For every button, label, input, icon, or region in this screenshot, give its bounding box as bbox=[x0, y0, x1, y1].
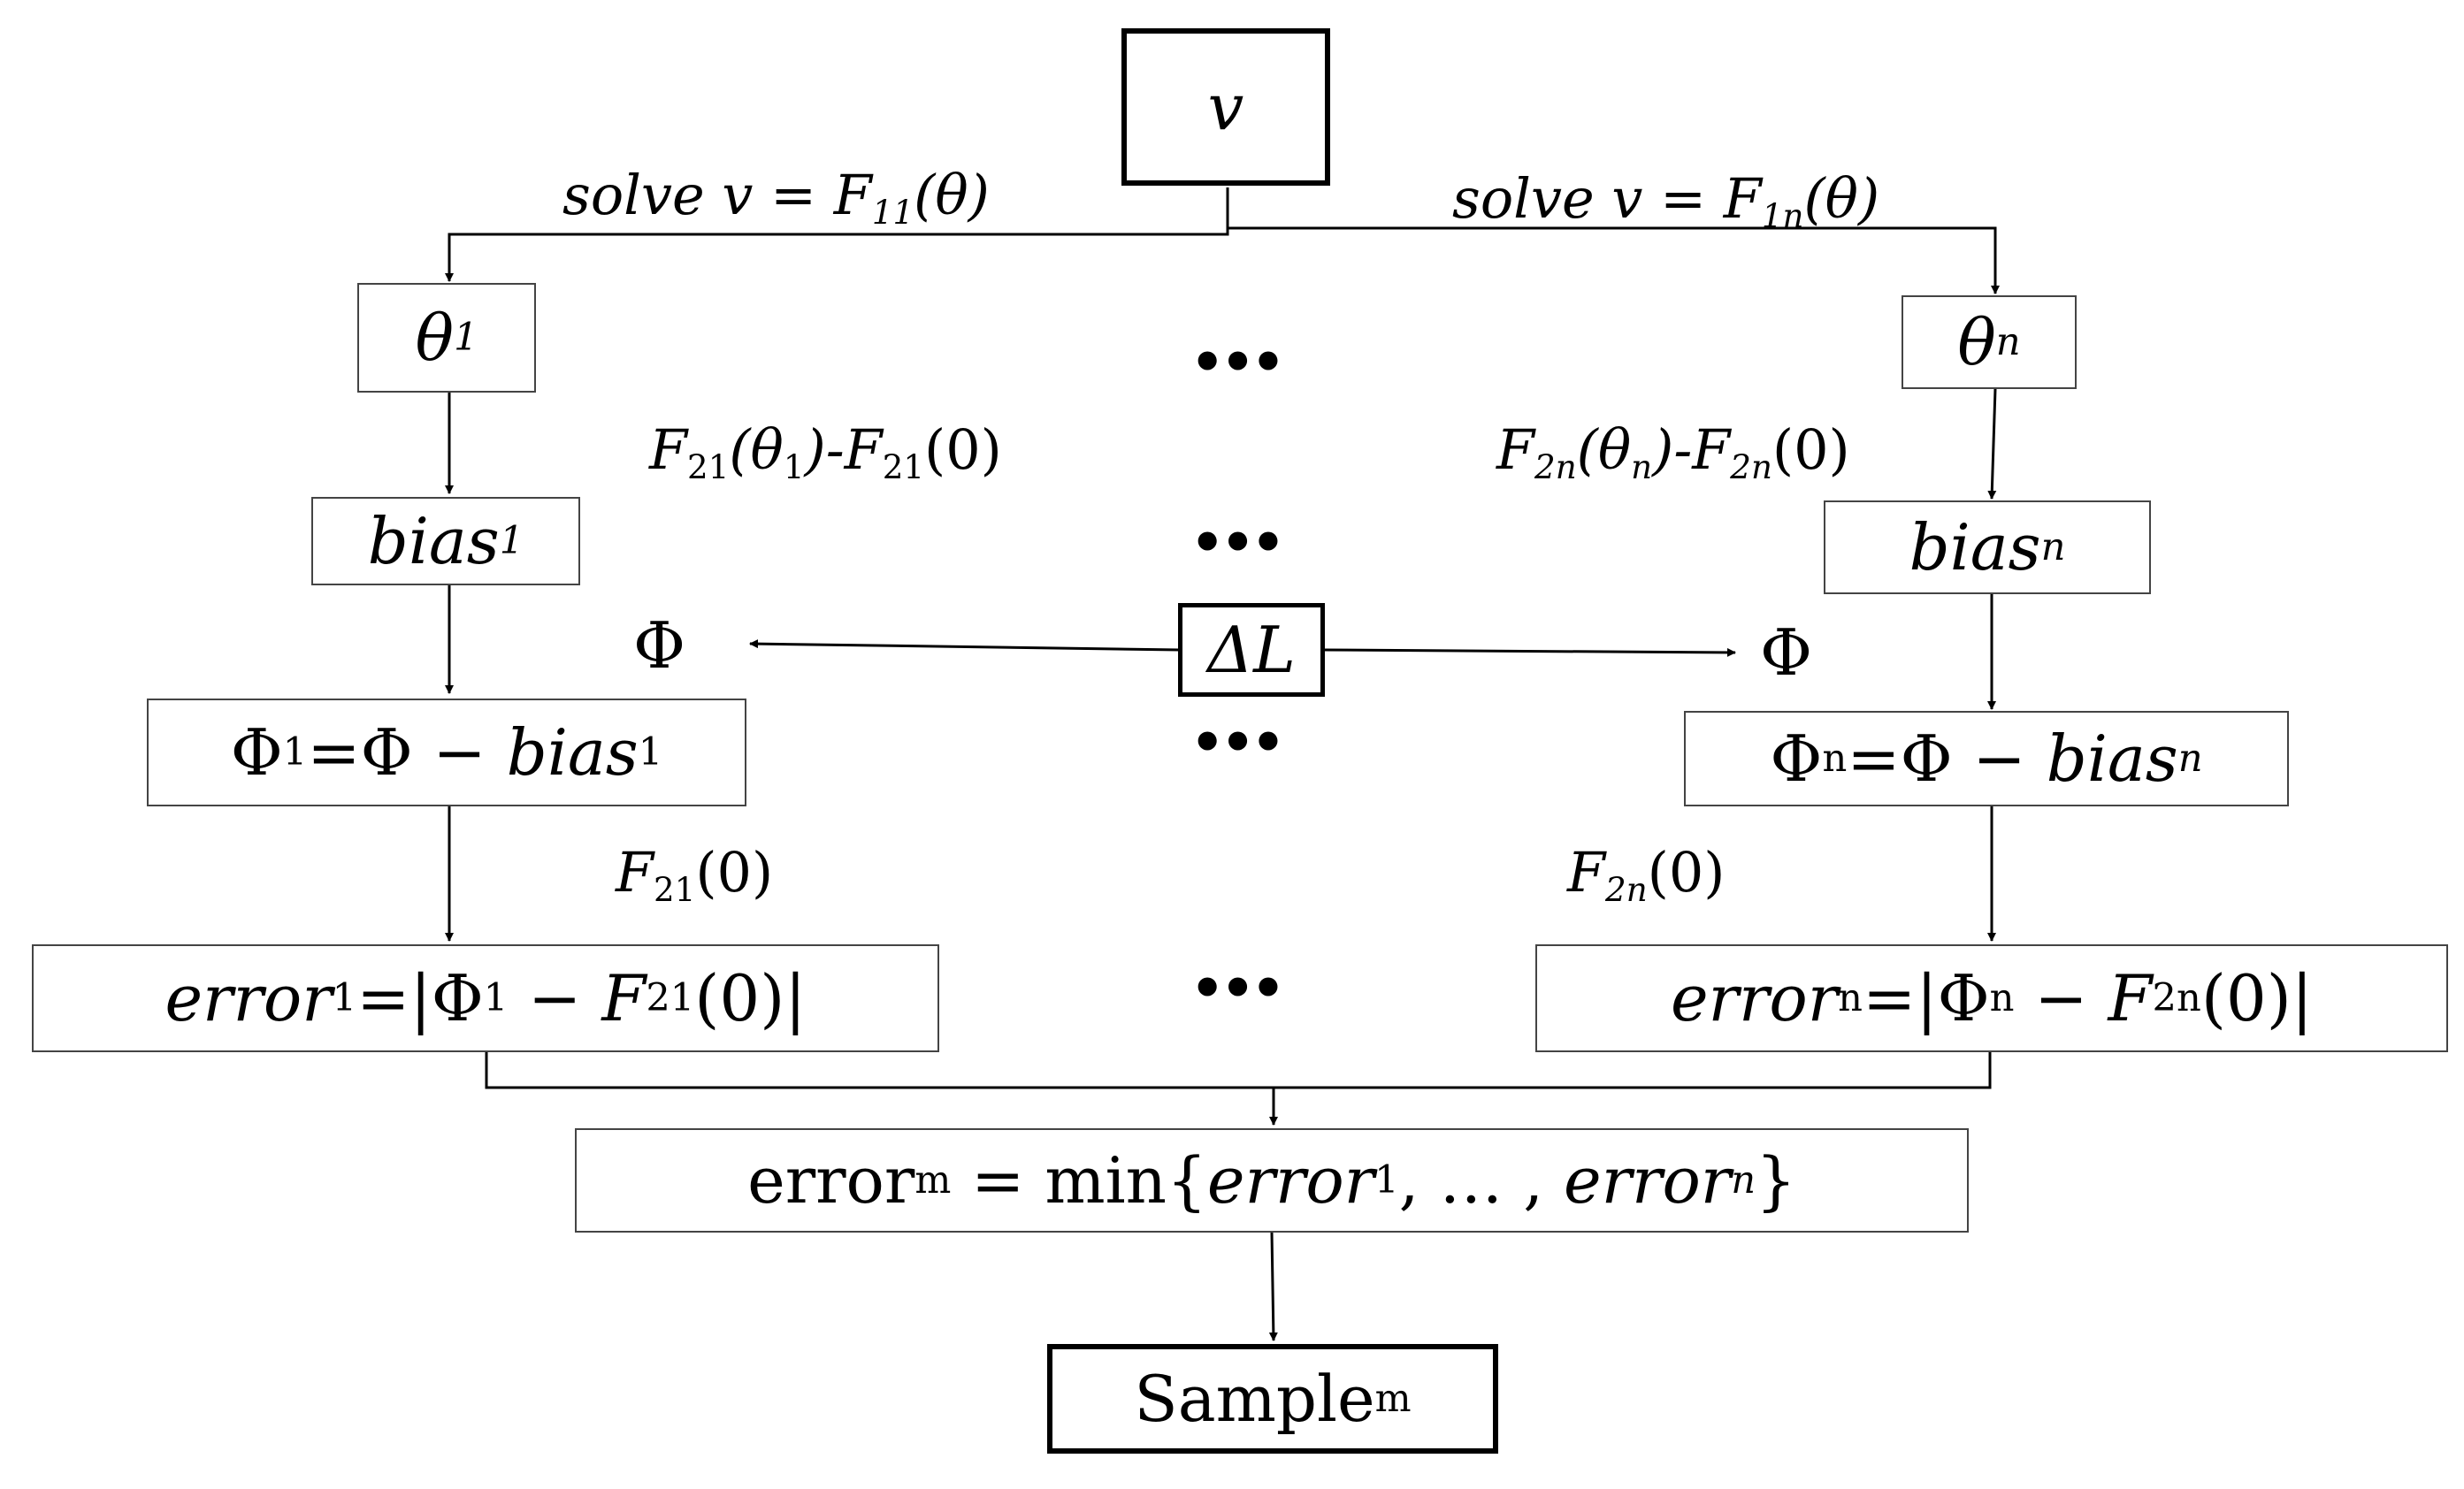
f2n-diff-c: )-F bbox=[1652, 417, 1731, 482]
label-f2n-diff: F2n(θn)-F2n(0) bbox=[1496, 423, 1850, 484]
errorm-e1: error bbox=[1206, 1143, 1375, 1218]
errorm-sep: , … , bbox=[1398, 1143, 1565, 1218]
wire-error1-merge bbox=[485, 1052, 1992, 1089]
ellipsis-row4: ••• bbox=[1190, 958, 1285, 1019]
phi1-phi: Φ bbox=[230, 715, 283, 790]
label-solve-right: solve v = F1n(θ) bbox=[1452, 172, 1879, 233]
solve-left-post: (θ) bbox=[914, 163, 990, 227]
f21-diff-b-sub: 1 bbox=[783, 447, 805, 487]
node-v-label: v bbox=[1207, 70, 1244, 144]
thetan-base: θ bbox=[1957, 305, 1996, 379]
f21-zero-a: F bbox=[616, 840, 654, 905]
label-solve-left: solve v = F11(θ) bbox=[562, 168, 990, 229]
f2n-diff-b: (θ bbox=[1576, 417, 1632, 482]
f2n-zero-a: F bbox=[1567, 840, 1606, 905]
biasn-base: bias bbox=[1909, 510, 2041, 584]
label-phi-right: Φ bbox=[1760, 615, 1813, 690]
label-f21-zero: F21(0) bbox=[616, 845, 773, 906]
node-v: v bbox=[1121, 28, 1330, 186]
wire-deltal-to-phi-left bbox=[749, 639, 1181, 652]
f2n-diff-c-sub: 2n bbox=[1730, 447, 1772, 487]
f21-diff-d: (0) bbox=[924, 417, 1002, 482]
wire-v-to-thetan bbox=[1228, 226, 2000, 294]
theta1-base: θ bbox=[415, 301, 454, 375]
ellipsis-row1: ••• bbox=[1190, 332, 1285, 393]
phin-eq: =Φ − bbox=[1847, 722, 2047, 796]
label-phi-left: Φ bbox=[633, 608, 686, 683]
wire-deltal-to-phi-right bbox=[1324, 647, 1736, 657]
errorn-base: error bbox=[1670, 961, 1839, 1035]
error1-mid: =|Φ bbox=[356, 961, 484, 1035]
f2n-zero-b: (0) bbox=[1647, 840, 1726, 905]
solve-left-sub: 11 bbox=[871, 193, 914, 233]
errorm-close: } bbox=[1756, 1143, 1796, 1218]
solve-right-text: solve v = F bbox=[1452, 166, 1762, 231]
f21-diff-c-sub: 21 bbox=[882, 447, 925, 487]
delta-l-label: ΔL bbox=[1207, 613, 1296, 687]
errorn-f: F bbox=[2108, 961, 2153, 1035]
bias1-base: bias bbox=[367, 504, 500, 578]
label-f21-diff: F21(θ1)-F21(0) bbox=[649, 423, 1002, 484]
error1-minus: − bbox=[508, 961, 602, 1035]
errorn-tail: (0)| bbox=[2200, 961, 2314, 1035]
phin-bias: bias bbox=[2046, 722, 2178, 796]
sample-base: Sample bbox=[1134, 1362, 1375, 1436]
errorn-minus: − bbox=[2014, 961, 2108, 1035]
errorn-mid: =|Φ bbox=[1862, 961, 1990, 1035]
wire-errorm-to-sample bbox=[1268, 1232, 1278, 1341]
errorm-en: error bbox=[1564, 1143, 1732, 1218]
f21-diff-a: F bbox=[649, 417, 688, 482]
solve-right-sub: 1n bbox=[1761, 196, 1804, 236]
node-delta-l: ΔL bbox=[1178, 603, 1325, 697]
wire-thetan-to-biasn bbox=[1987, 388, 1997, 500]
solve-right-post: (θ) bbox=[1803, 166, 1880, 231]
ellipsis-row3: ••• bbox=[1190, 712, 1285, 774]
wire-v-to-theta1 bbox=[445, 187, 1229, 282]
f2n-zero-sub: 2n bbox=[1605, 870, 1648, 910]
errorm-base: error bbox=[747, 1143, 915, 1218]
f21-diff-b: (θ bbox=[729, 417, 784, 482]
phi1-eq: =Φ − bbox=[307, 715, 507, 790]
phin-phi: Φ bbox=[1770, 722, 1823, 796]
error1-tail: (0)| bbox=[694, 961, 807, 1035]
error1-f: F bbox=[601, 961, 647, 1035]
phi1-bias: bias bbox=[506, 715, 639, 790]
label-f2n-zero: F2n(0) bbox=[1567, 845, 1725, 906]
solve-left-text: solve v = F bbox=[562, 163, 872, 227]
f2n-diff-b-sub: n bbox=[1631, 447, 1653, 487]
ellipsis-row2: ••• bbox=[1190, 512, 1285, 574]
error1-base: error bbox=[165, 961, 333, 1035]
f2n-diff-a: F bbox=[1496, 417, 1535, 482]
errorm-eq: = min{ bbox=[951, 1143, 1207, 1218]
f2n-diff-d: (0) bbox=[1771, 417, 1850, 482]
f21-zero-b: (0) bbox=[695, 840, 774, 905]
f2n-diff-a-sub: 2n bbox=[1534, 447, 1577, 487]
f21-zero-sub: 21 bbox=[654, 870, 696, 910]
f21-diff-c: )-F bbox=[804, 417, 883, 482]
f21-diff-a-sub: 21 bbox=[687, 447, 730, 487]
